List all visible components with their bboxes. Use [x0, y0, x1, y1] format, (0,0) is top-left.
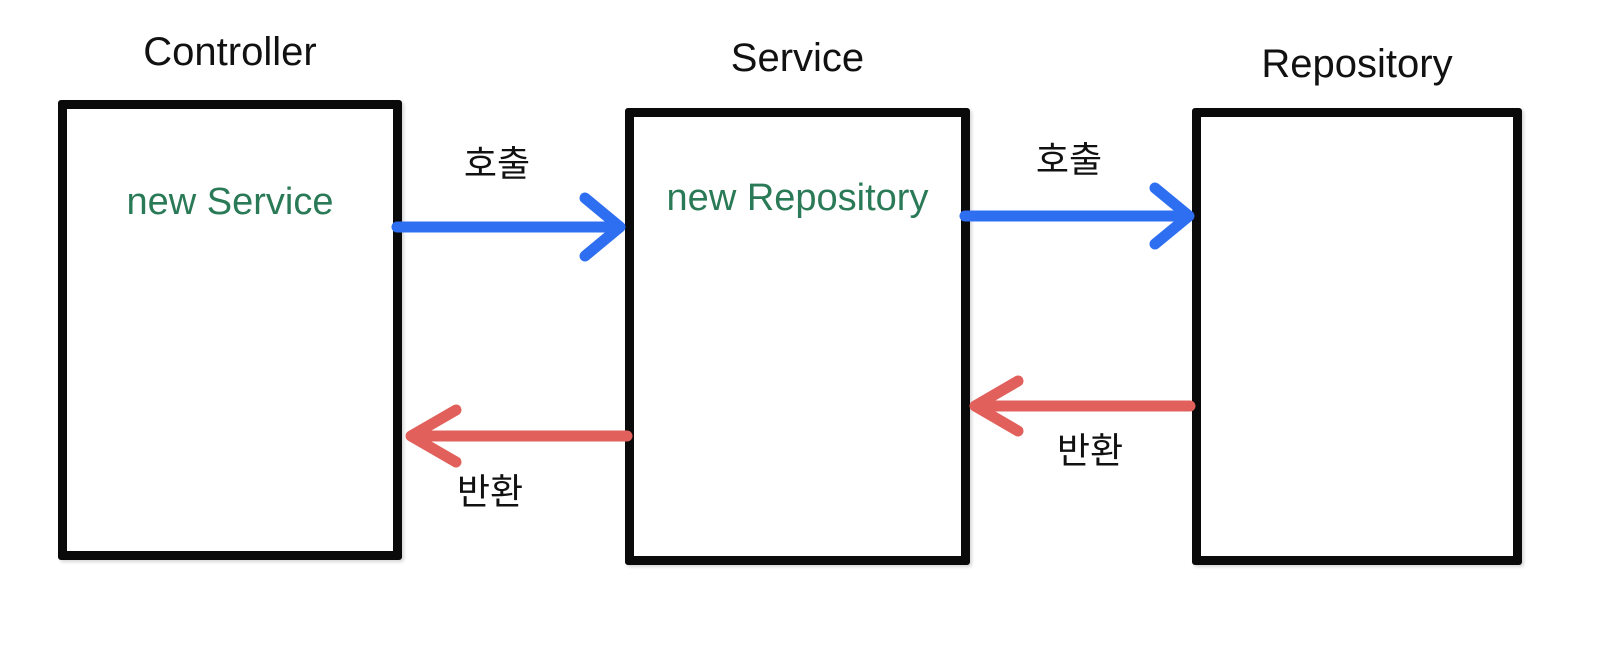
edge-label-call-1: 호출 [463, 143, 531, 184]
instantiation-text-service: new Repository [666, 177, 929, 219]
node-title-repository: Repository [1261, 42, 1453, 86]
instantiation-text-controller: new Service [126, 181, 334, 223]
arrow-head [579, 192, 626, 262]
arrow-head [1149, 182, 1195, 250]
arrow-call-service-to-repository [959, 182, 1195, 250]
edge-label-return-1: 반환 [456, 471, 524, 512]
arrow-call-controller-to-service [391, 192, 626, 262]
edge-label-return-2: 반환 [1056, 430, 1124, 471]
node-box-service [625, 108, 970, 565]
arrow-head [405, 404, 462, 468]
node-title-service: Service [730, 36, 865, 80]
node-box-repository [1192, 108, 1522, 565]
arrow-return-service-to-controller [405, 404, 633, 468]
arrow-head [969, 375, 1024, 437]
node-title-controller: Controller [143, 30, 317, 74]
arrow-return-repository-to-service [969, 375, 1196, 437]
node-box-controller [58, 100, 402, 560]
edge-label-call-2: 호출 [1035, 139, 1103, 180]
